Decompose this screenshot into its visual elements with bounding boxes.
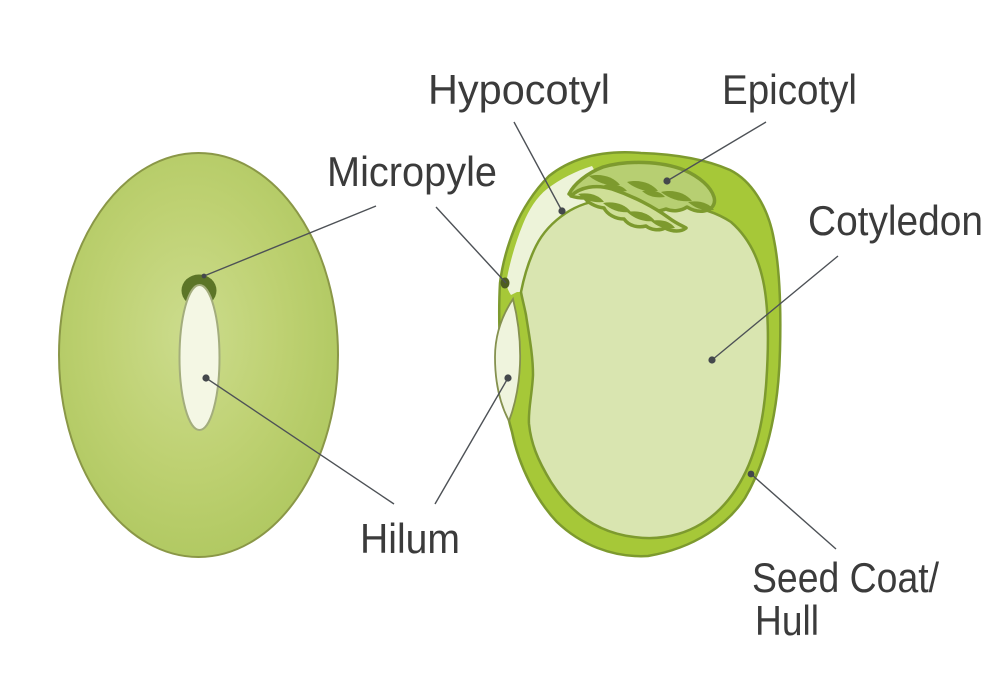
svg-text:Epicotyl: Epicotyl — [722, 66, 857, 113]
svg-text:Hull: Hull — [755, 597, 819, 644]
svg-text:Seed Coat/: Seed Coat/ — [752, 554, 939, 601]
svg-text:Cotyledon: Cotyledon — [808, 197, 983, 244]
svg-text:Micropyle: Micropyle — [327, 148, 497, 195]
svg-text:Hilum: Hilum — [360, 515, 460, 562]
svg-text:Hypocotyl: Hypocotyl — [428, 66, 610, 113]
